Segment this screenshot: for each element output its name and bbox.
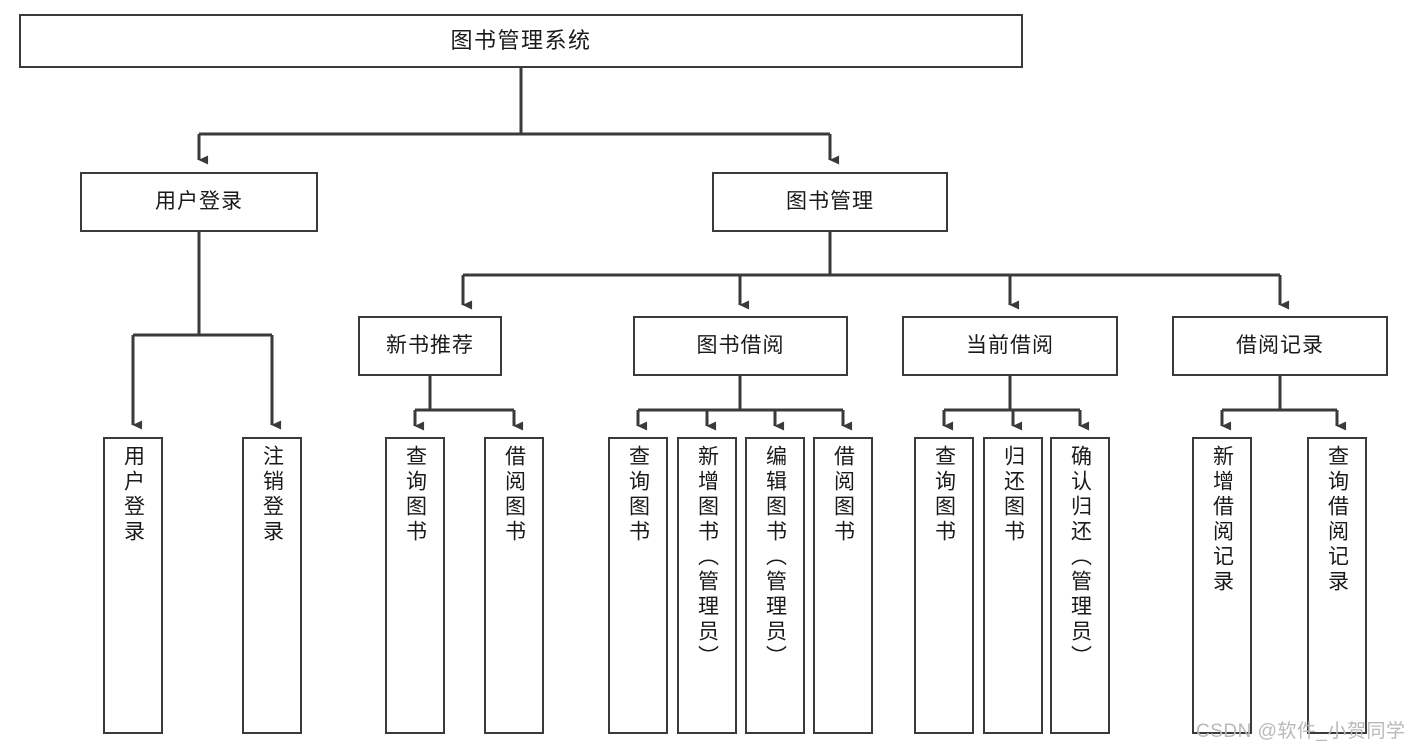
node-book-borrow-label: 图书借阅 <box>696 333 785 357</box>
node-leaf-add-record[interactable]: 新增借阅记录 <box>1192 437 1252 734</box>
node-leaf-query-book-rec[interactable]: 查询图书 <box>385 437 445 734</box>
node-book-borrow[interactable]: 图书借阅 <box>633 316 848 376</box>
node-book-manage-label: 图书管理 <box>786 189 874 213</box>
node-leaf-logout[interactable]: 注销登录 <box>242 437 302 734</box>
node-leaf-add-book-label: 新增图书（管理员） <box>695 445 719 670</box>
node-leaf-borrow-book[interactable]: 借阅图书 <box>813 437 873 734</box>
node-current-borrow-label: 当前借阅 <box>966 333 1054 357</box>
node-leaf-borrow-book-rec[interactable]: 借阅图书 <box>484 437 544 734</box>
node-leaf-user-login-label: 用户登录 <box>121 445 145 545</box>
node-leaf-query-book-cur[interactable]: 查询图书 <box>914 437 974 734</box>
node-root-label: 图书管理系统 <box>450 28 592 54</box>
node-leaf-query-record[interactable]: 查询借阅记录 <box>1307 437 1367 734</box>
node-leaf-query-book-rec-label: 查询图书 <box>403 445 427 545</box>
node-new-book-rec-label: 新书推荐 <box>386 333 474 357</box>
node-leaf-query-book[interactable]: 查询图书 <box>608 437 668 734</box>
node-leaf-add-record-label: 新增借阅记录 <box>1210 445 1234 595</box>
node-leaf-edit-book[interactable]: 编辑图书（管理员） <box>745 437 805 734</box>
node-user-login[interactable]: 用户登录 <box>80 172 318 232</box>
node-book-manage[interactable]: 图书管理 <box>712 172 948 232</box>
node-leaf-confirm-return-label: 确认归还（管理员） <box>1068 445 1092 670</box>
node-leaf-return-book[interactable]: 归还图书 <box>983 437 1043 734</box>
node-user-login-label: 用户登录 <box>155 189 243 213</box>
node-root[interactable]: 图书管理系统 <box>19 14 1023 68</box>
node-leaf-borrow-book-label: 借阅图书 <box>831 445 855 545</box>
node-leaf-borrow-book-rec-label: 借阅图书 <box>502 445 526 545</box>
node-leaf-add-book[interactable]: 新增图书（管理员） <box>677 437 737 734</box>
node-leaf-user-login[interactable]: 用户登录 <box>103 437 163 734</box>
node-leaf-confirm-return[interactable]: 确认归还（管理员） <box>1050 437 1110 734</box>
node-leaf-return-book-label: 归还图书 <box>1001 445 1025 545</box>
node-borrow-record-label: 借阅记录 <box>1236 333 1324 357</box>
node-current-borrow[interactable]: 当前借阅 <box>902 316 1118 376</box>
node-borrow-record[interactable]: 借阅记录 <box>1172 316 1388 376</box>
node-leaf-query-book-label: 查询图书 <box>626 445 650 545</box>
node-new-book-rec[interactable]: 新书推荐 <box>358 316 502 376</box>
node-leaf-logout-label: 注销登录 <box>260 445 284 545</box>
csdn-watermark: CSDN @软件_小贺同学 <box>1196 721 1405 742</box>
node-leaf-query-book-cur-label: 查询图书 <box>932 445 956 545</box>
node-leaf-query-record-label: 查询借阅记录 <box>1325 445 1349 595</box>
node-leaf-edit-book-label: 编辑图书（管理员） <box>763 445 787 670</box>
